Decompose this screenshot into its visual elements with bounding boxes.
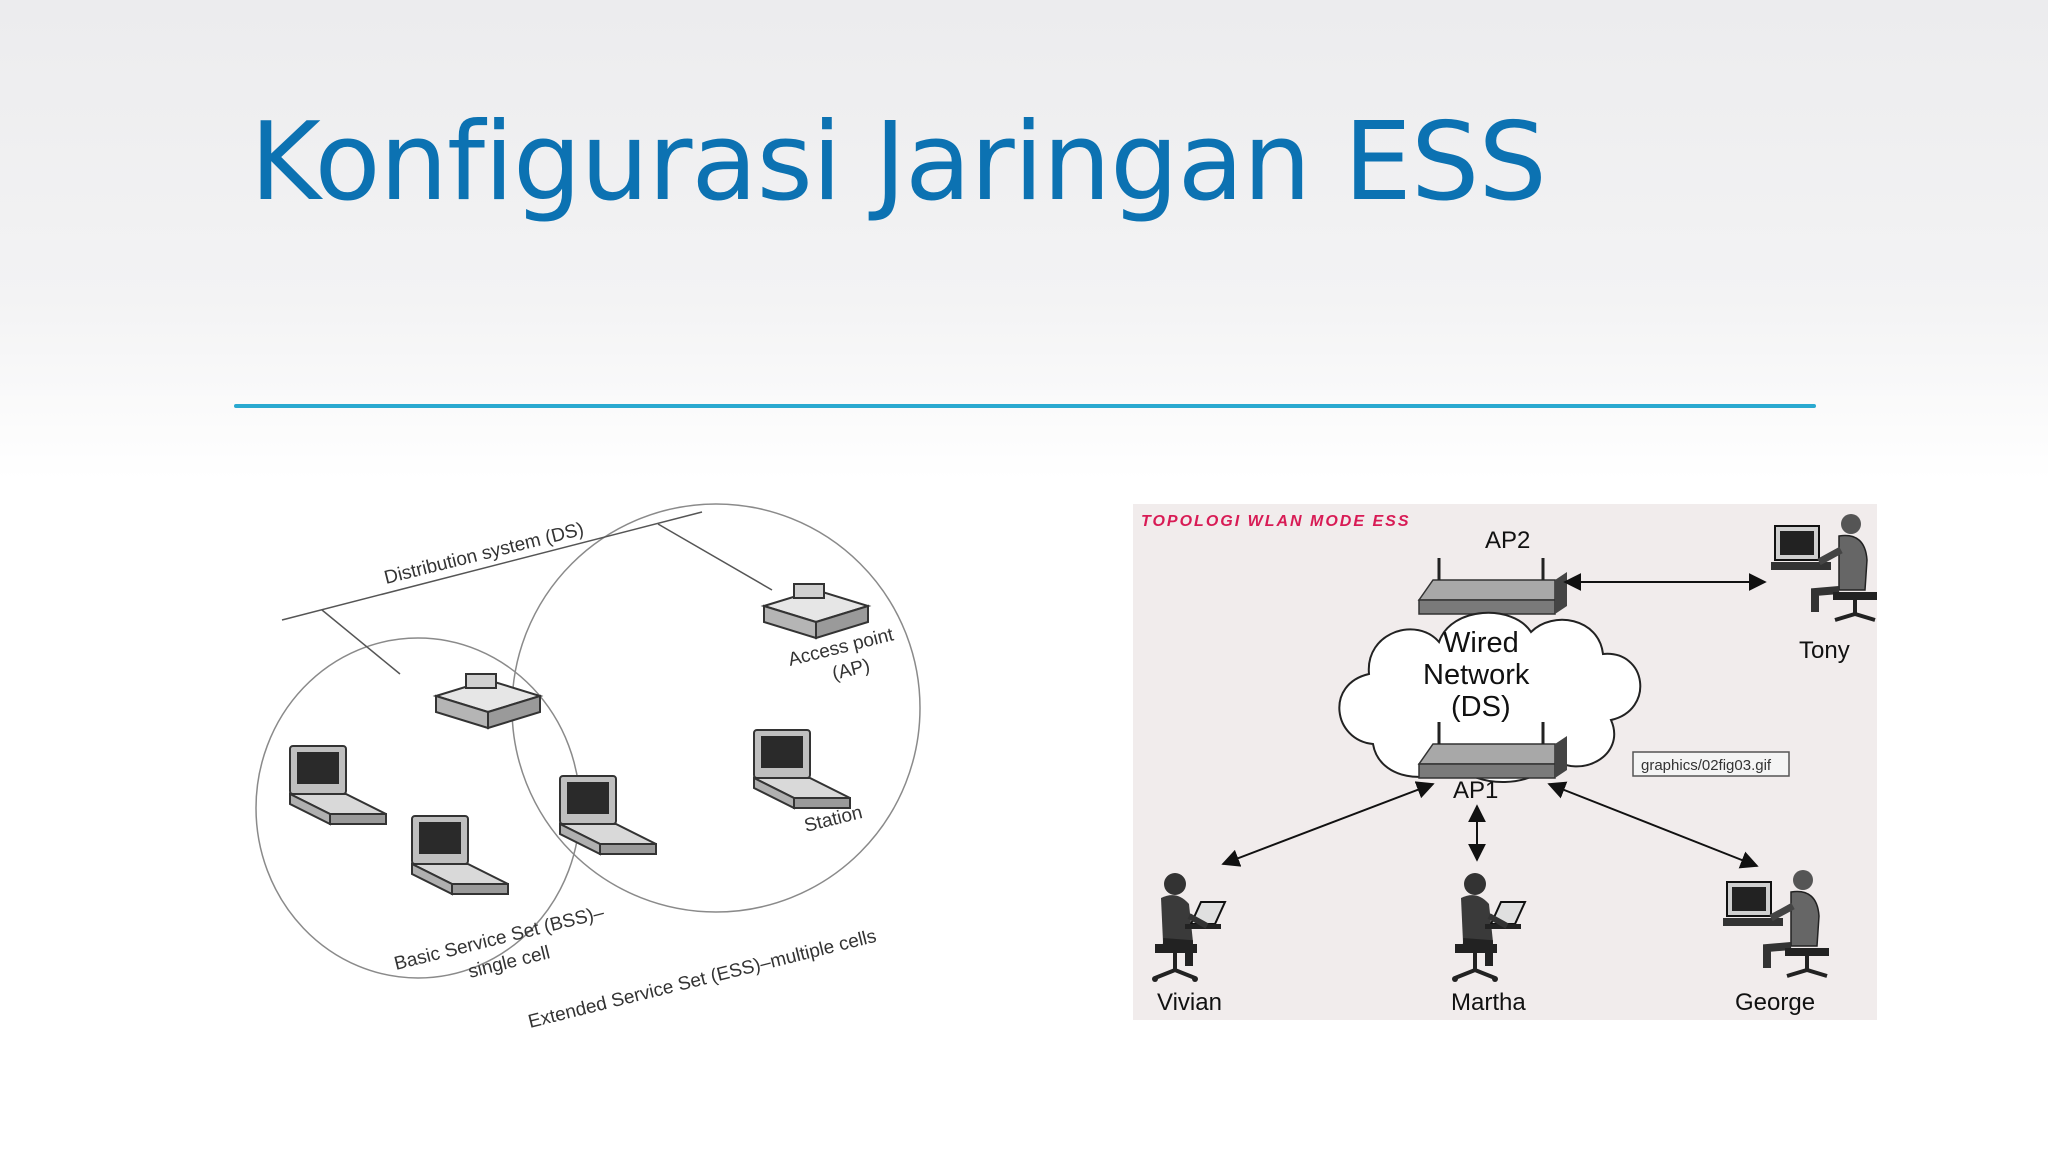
ess-topology-diagram: TOPOLOGI WLAN MODE ESS AP2 Wired Network… xyxy=(1133,504,1877,1020)
cloud-label-1: Wired xyxy=(1443,627,1519,659)
router-icon xyxy=(1417,556,1569,616)
laptop-user-icon xyxy=(1152,873,1225,982)
user-vivian: Vivian xyxy=(1157,989,1222,1016)
cloud-label-3: (DS) xyxy=(1451,691,1511,723)
ap-label-2: (AP) xyxy=(830,655,872,685)
user-martha: Martha xyxy=(1451,989,1526,1016)
desktop-user-icon xyxy=(1771,514,1877,620)
access-point-icon xyxy=(435,673,541,729)
cloud-label-2: Network xyxy=(1423,659,1530,691)
ap2-label: AP2 xyxy=(1485,527,1530,554)
laptop-icon xyxy=(753,729,851,809)
laptop-icon xyxy=(411,815,509,895)
file-tag-box xyxy=(1632,751,1790,777)
laptop-icon xyxy=(559,775,657,855)
bss-cell-right xyxy=(511,503,921,913)
user-george: George xyxy=(1735,989,1815,1016)
topology-heading: TOPOLOGI WLAN MODE ESS xyxy=(1141,513,1411,530)
ess-cells-diagram: Distribution system (DS) Access point (A… xyxy=(240,490,1060,1050)
laptop-user-icon xyxy=(1452,873,1525,982)
link-ap1-george xyxy=(1547,781,1759,869)
user-tony: Tony xyxy=(1799,637,1850,664)
ess-topology-svg: TOPOLOGI WLAN MODE ESS AP2 Wired Network… xyxy=(1141,504,1877,1016)
access-point-icon xyxy=(763,583,869,639)
file-tag: graphics/02fig03.gif xyxy=(1641,757,1772,774)
slide-title: Konfigurasi Jaringan ESS xyxy=(250,100,1547,225)
desktop-user-icon xyxy=(1723,870,1829,976)
ess-label: Extended Service Set (ESS)–multiple cell… xyxy=(526,926,878,1033)
ds-link-right xyxy=(657,523,773,591)
ds-label: Distribution system (DS) xyxy=(382,519,586,589)
ess-cells-svg: Distribution system (DS) Access point (A… xyxy=(255,503,921,1033)
ds-line xyxy=(281,511,703,621)
ds-link-left xyxy=(321,609,401,675)
ap1-label: AP1 xyxy=(1453,777,1498,804)
laptop-icon xyxy=(289,745,387,825)
title-divider xyxy=(234,404,1816,408)
link-ap1-vivian xyxy=(1221,781,1435,867)
